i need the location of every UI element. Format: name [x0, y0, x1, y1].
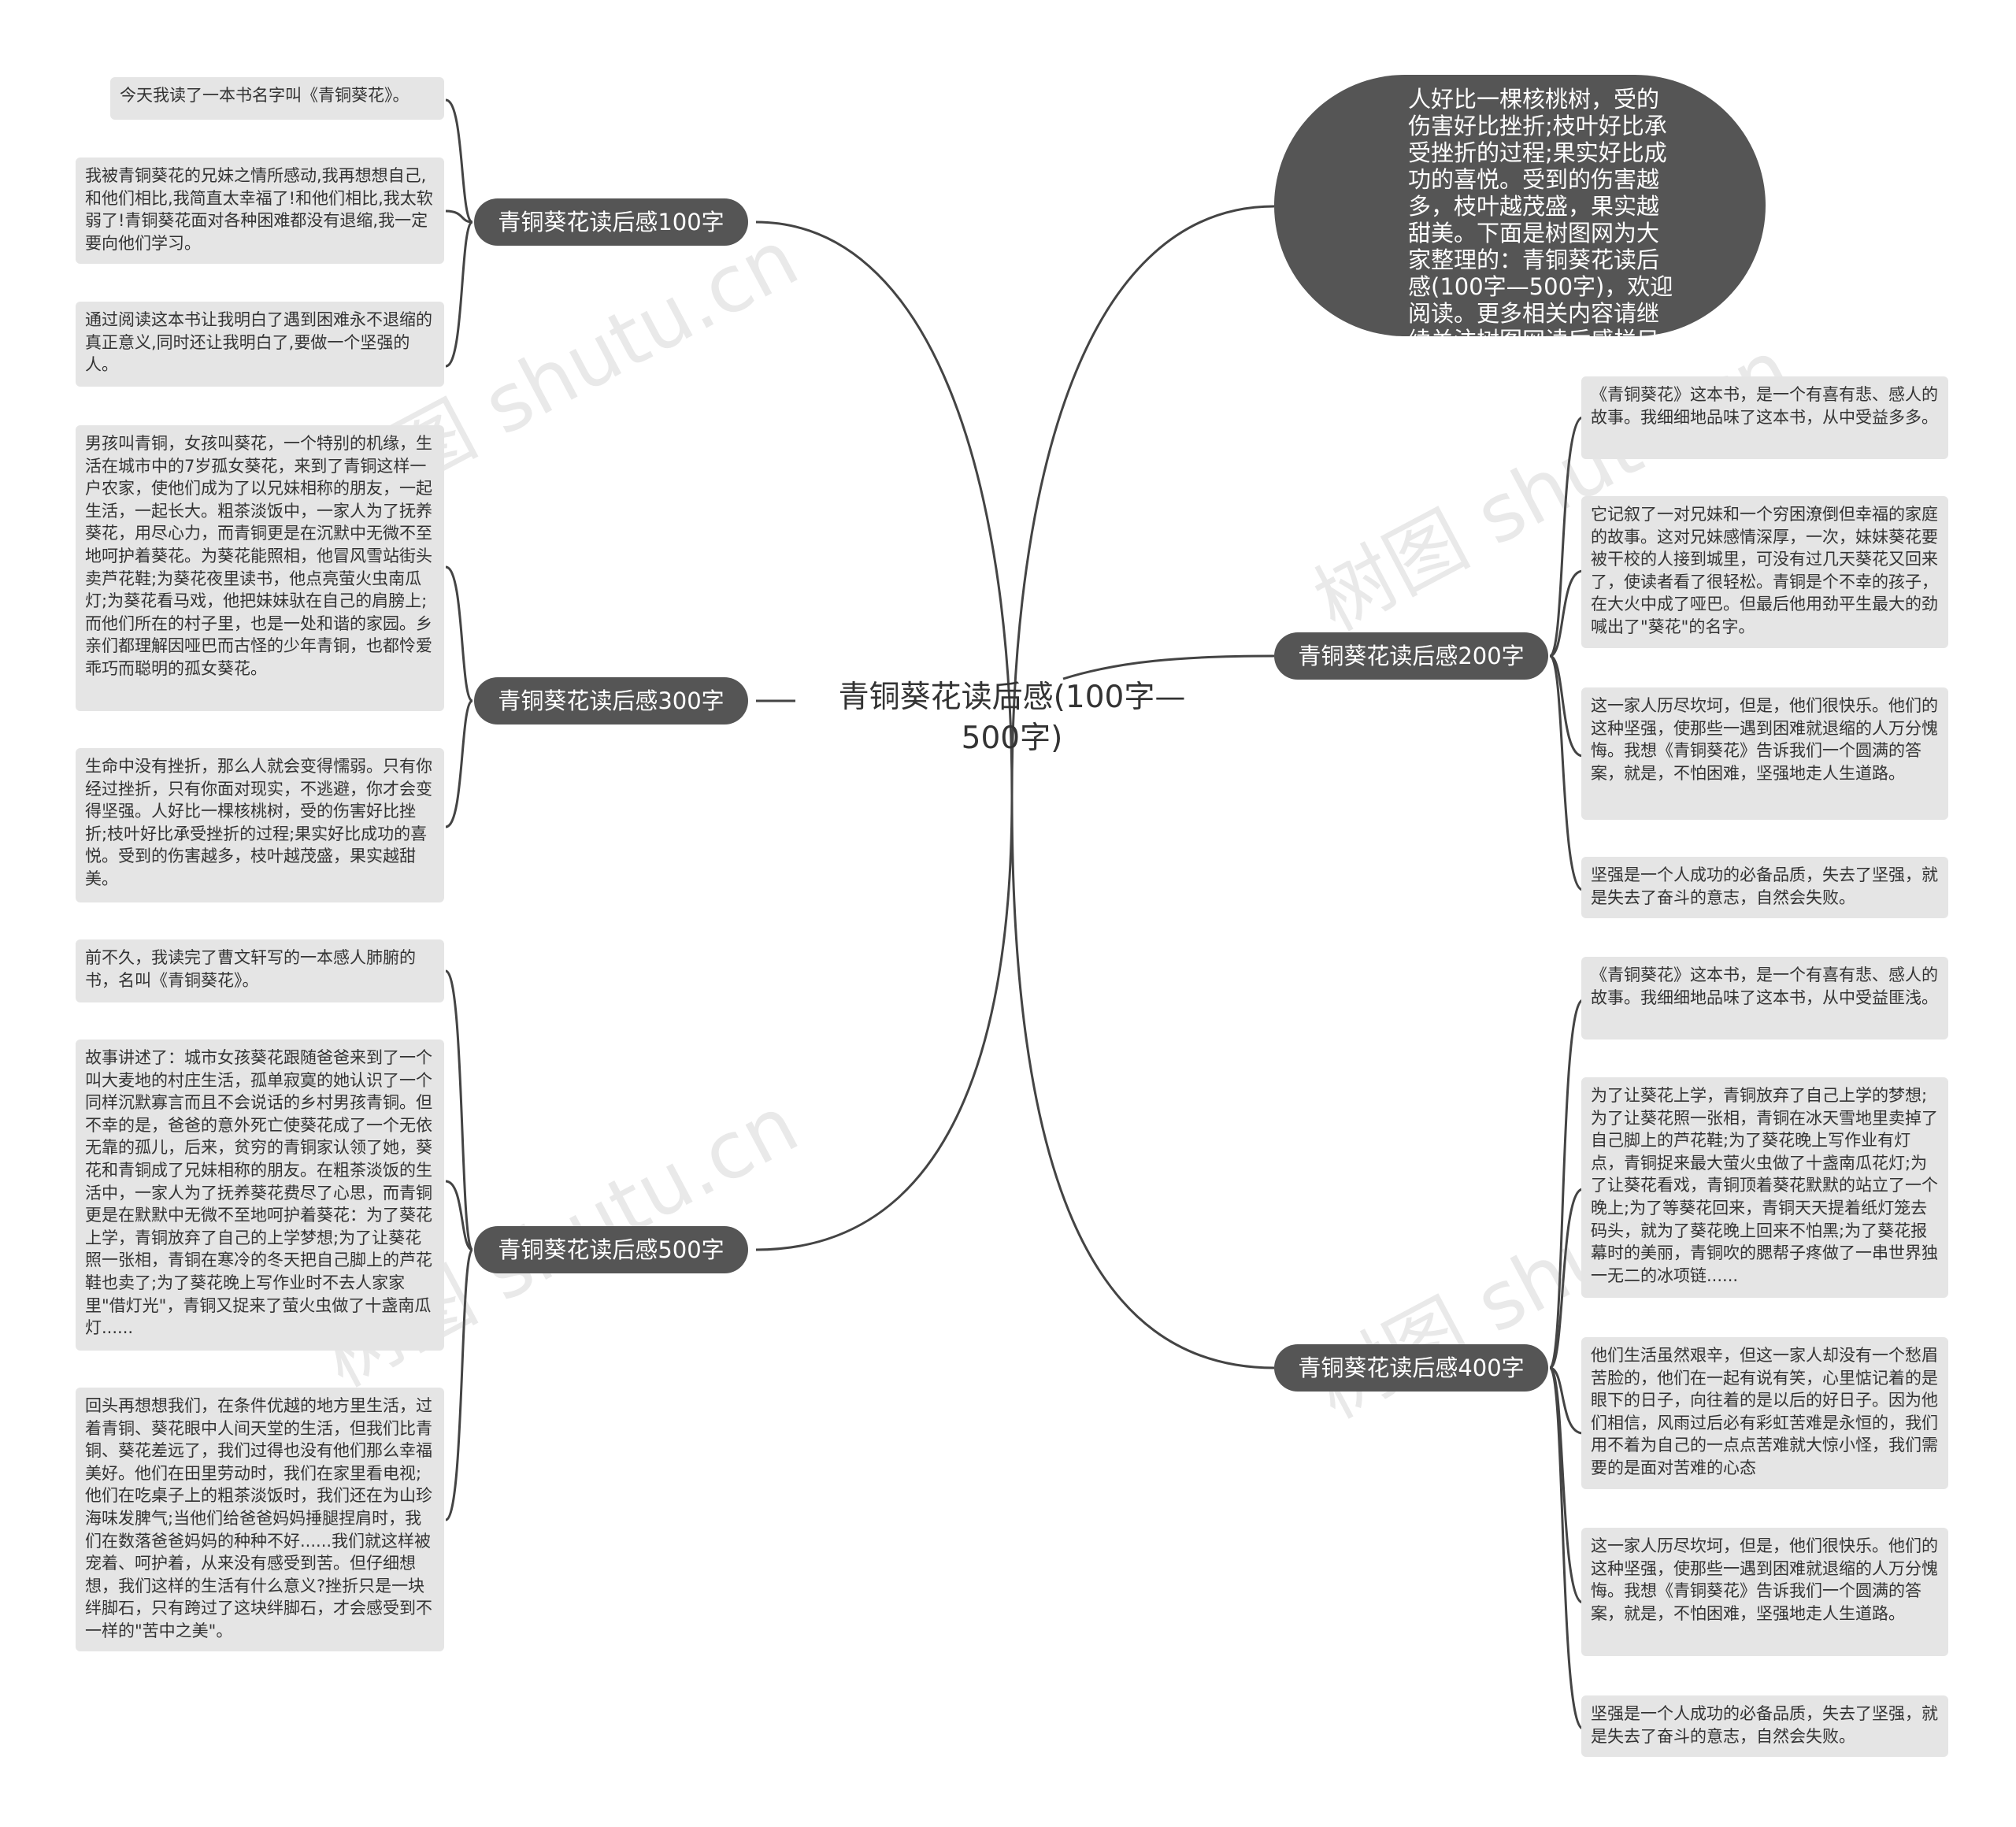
link-b500-leaf1: [444, 969, 474, 1251]
branch-300[interactable]: 青铜葵花读后感300字: [474, 677, 748, 724]
link-b100-leaf1: [445, 98, 473, 224]
branch-500[interactable]: 青铜葵花读后感500字: [474, 1226, 748, 1273]
leaf-100-1[interactable]: 今天我读了一本书名字叫《青铜葵花》。: [110, 77, 444, 120]
leaf-500-2[interactable]: 故事讲述了：城市女孩葵花跟随爸爸来到了一个叫大麦地的村庄生活，孤单寂寞的她认识了…: [76, 1040, 444, 1351]
leaf-300-1[interactable]: 男孩叫青铜，女孩叫葵花，一个特别的机缘，生活在城市中的7岁孤女葵花，来到了青铜这…: [76, 425, 444, 711]
leaf-400-4[interactable]: 这一家人历尽坎坷，但是，他们很快乐。他们的这种坚强，使那些一遇到困难就退缩的人万…: [1581, 1528, 1948, 1656]
link-root-b500: [755, 795, 1014, 1251]
link-b100-leaf3: [445, 220, 474, 368]
link-b100-leaf2: [445, 209, 473, 224]
link-b200-leaf3: [1549, 654, 1584, 758]
leaf-400-1[interactable]: 《青铜葵花》这本书，是一个有喜有悲、感人的故事。我细细地品味了这本书，从中受益匪…: [1581, 957, 1948, 1040]
intro-node[interactable]: 人好比一棵核桃树，受的伤害好比挫折;枝叶好比承受挫折的过程;果实好比成功的喜悦。…: [1274, 75, 1766, 336]
link-b300-leaf2: [445, 699, 473, 828]
leaf-200-1[interactable]: 《青铜葵花》这本书，是一个有喜有悲、感人的故事。我细细地品味了这本书，从中受益多…: [1581, 376, 1948, 459]
leaf-200-4[interactable]: 坚强是一个人成功的必备品质，失去了坚强，就是失去了奋斗的意志，自然会失败。: [1581, 857, 1948, 918]
link-b200-leaf4: [1548, 654, 1584, 891]
leaf-200-2[interactable]: 它记叙了一对兄妹和一个穷困潦倒但幸福的家庭的故事。这对兄妹感情深厚，一次，妹妹葵…: [1581, 496, 1948, 648]
link-b400-leaf4: [1548, 1366, 1584, 1604]
leaf-400-3[interactable]: 他们生活虽然艰辛，但这一家人却没有一个愁眉苦脸的，他们在一起有说有笑，心里惦记着…: [1581, 1337, 1948, 1489]
leaf-500-3[interactable]: 回头再想想我们，在条件优越的地方里生活，过着青铜、葵花眼中人间天堂的生活，但我们…: [76, 1388, 444, 1651]
branch-200[interactable]: 青铜葵花读后感200字: [1274, 632, 1548, 680]
link-b200-leaf2: [1549, 569, 1584, 658]
leaf-100-2[interactable]: 我被青铜葵花的兄妹之情所感动,我再想想自己,和他们相比,我简直太幸福了!和他们相…: [76, 158, 444, 264]
branch-400[interactable]: 青铜葵花读后感400字: [1274, 1344, 1548, 1392]
link-b400-leaf5: [1548, 1366, 1584, 1730]
leaf-300-2[interactable]: 生命中没有挫折，那么人就会变得懦弱。只有你经过挫折，只有你面对现实，不逃避，你才…: [76, 748, 444, 902]
leaf-200-3[interactable]: 这一家人历尽坎坷，但是，他们很快乐。他们的这种坚强，使那些一遇到困难就退缩的人万…: [1581, 687, 1948, 820]
leaf-100-3[interactable]: 通过阅读这本书让我明白了遇到困难永不退缩的真正意义,同时还让我明白了,要做一个坚…: [76, 302, 444, 387]
leaf-500-1[interactable]: 前不久，我读完了曹文轩写的一本感人肺腑的书，名叫《青铜葵花》。: [76, 939, 444, 1002]
link-root-b200: [1062, 654, 1275, 680]
link-root-b400: [1010, 795, 1275, 1369]
leaf-400-5[interactable]: 坚强是一个人成功的必备品质，失去了坚强，就是失去了奋斗的意志，自然会失败。: [1581, 1695, 1948, 1757]
leaf-400-2[interactable]: 为了让葵花上学，青铜放弃了自己上学的梦想;为了让葵花照一张相，青铜在冰天雪地里卖…: [1581, 1077, 1948, 1298]
root-topic[interactable]: 青铜葵花读后感(100字—500字): [838, 680, 1186, 756]
branch-100[interactable]: 青铜葵花读后感100字: [474, 198, 748, 246]
link-b400-leaf3: [1549, 1366, 1584, 1435]
link-b300-leaf1: [445, 565, 473, 702]
